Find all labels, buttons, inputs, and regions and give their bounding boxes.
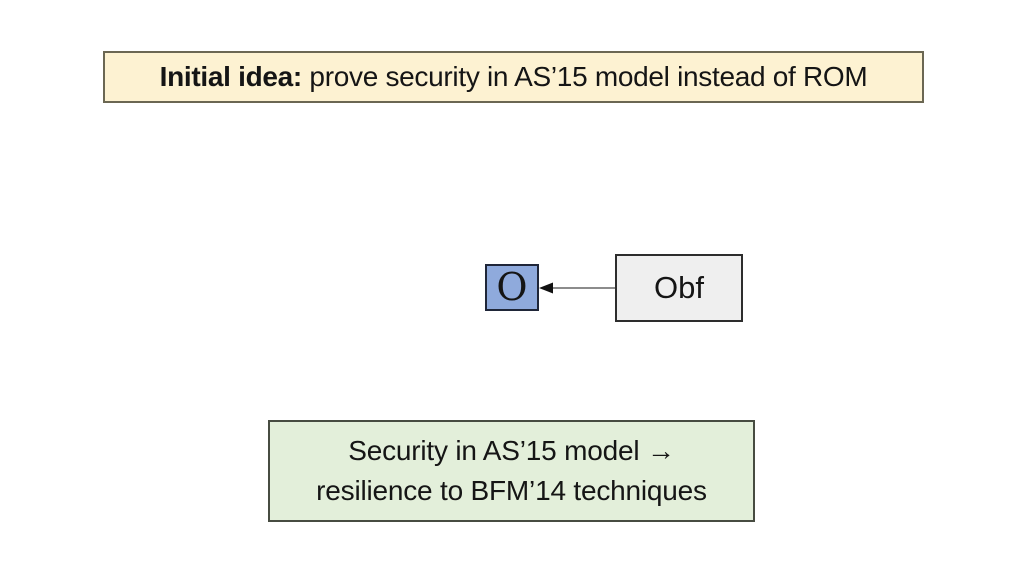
title-text: prove security in AS’15 model instead of… (301, 61, 868, 92)
obfuscator-box: Obf (615, 254, 743, 322)
obfuscator-label: Obf (654, 270, 704, 305)
result-line-2: resilience to BFM’14 techniques (316, 475, 707, 506)
title-banner: Initial idea: prove security in AS’15 mo… (103, 51, 924, 103)
result-line-1: Security in AS’15 model → (348, 435, 675, 466)
oracle-symbol: O (496, 264, 528, 309)
result-box: Security in AS’15 model → resilience to … (268, 420, 755, 522)
arrow-connector (539, 282, 617, 294)
arrowhead-left-icon (539, 282, 553, 294)
oracle-box: O (485, 264, 539, 311)
title-lead-in: Initial idea: (159, 61, 303, 92)
